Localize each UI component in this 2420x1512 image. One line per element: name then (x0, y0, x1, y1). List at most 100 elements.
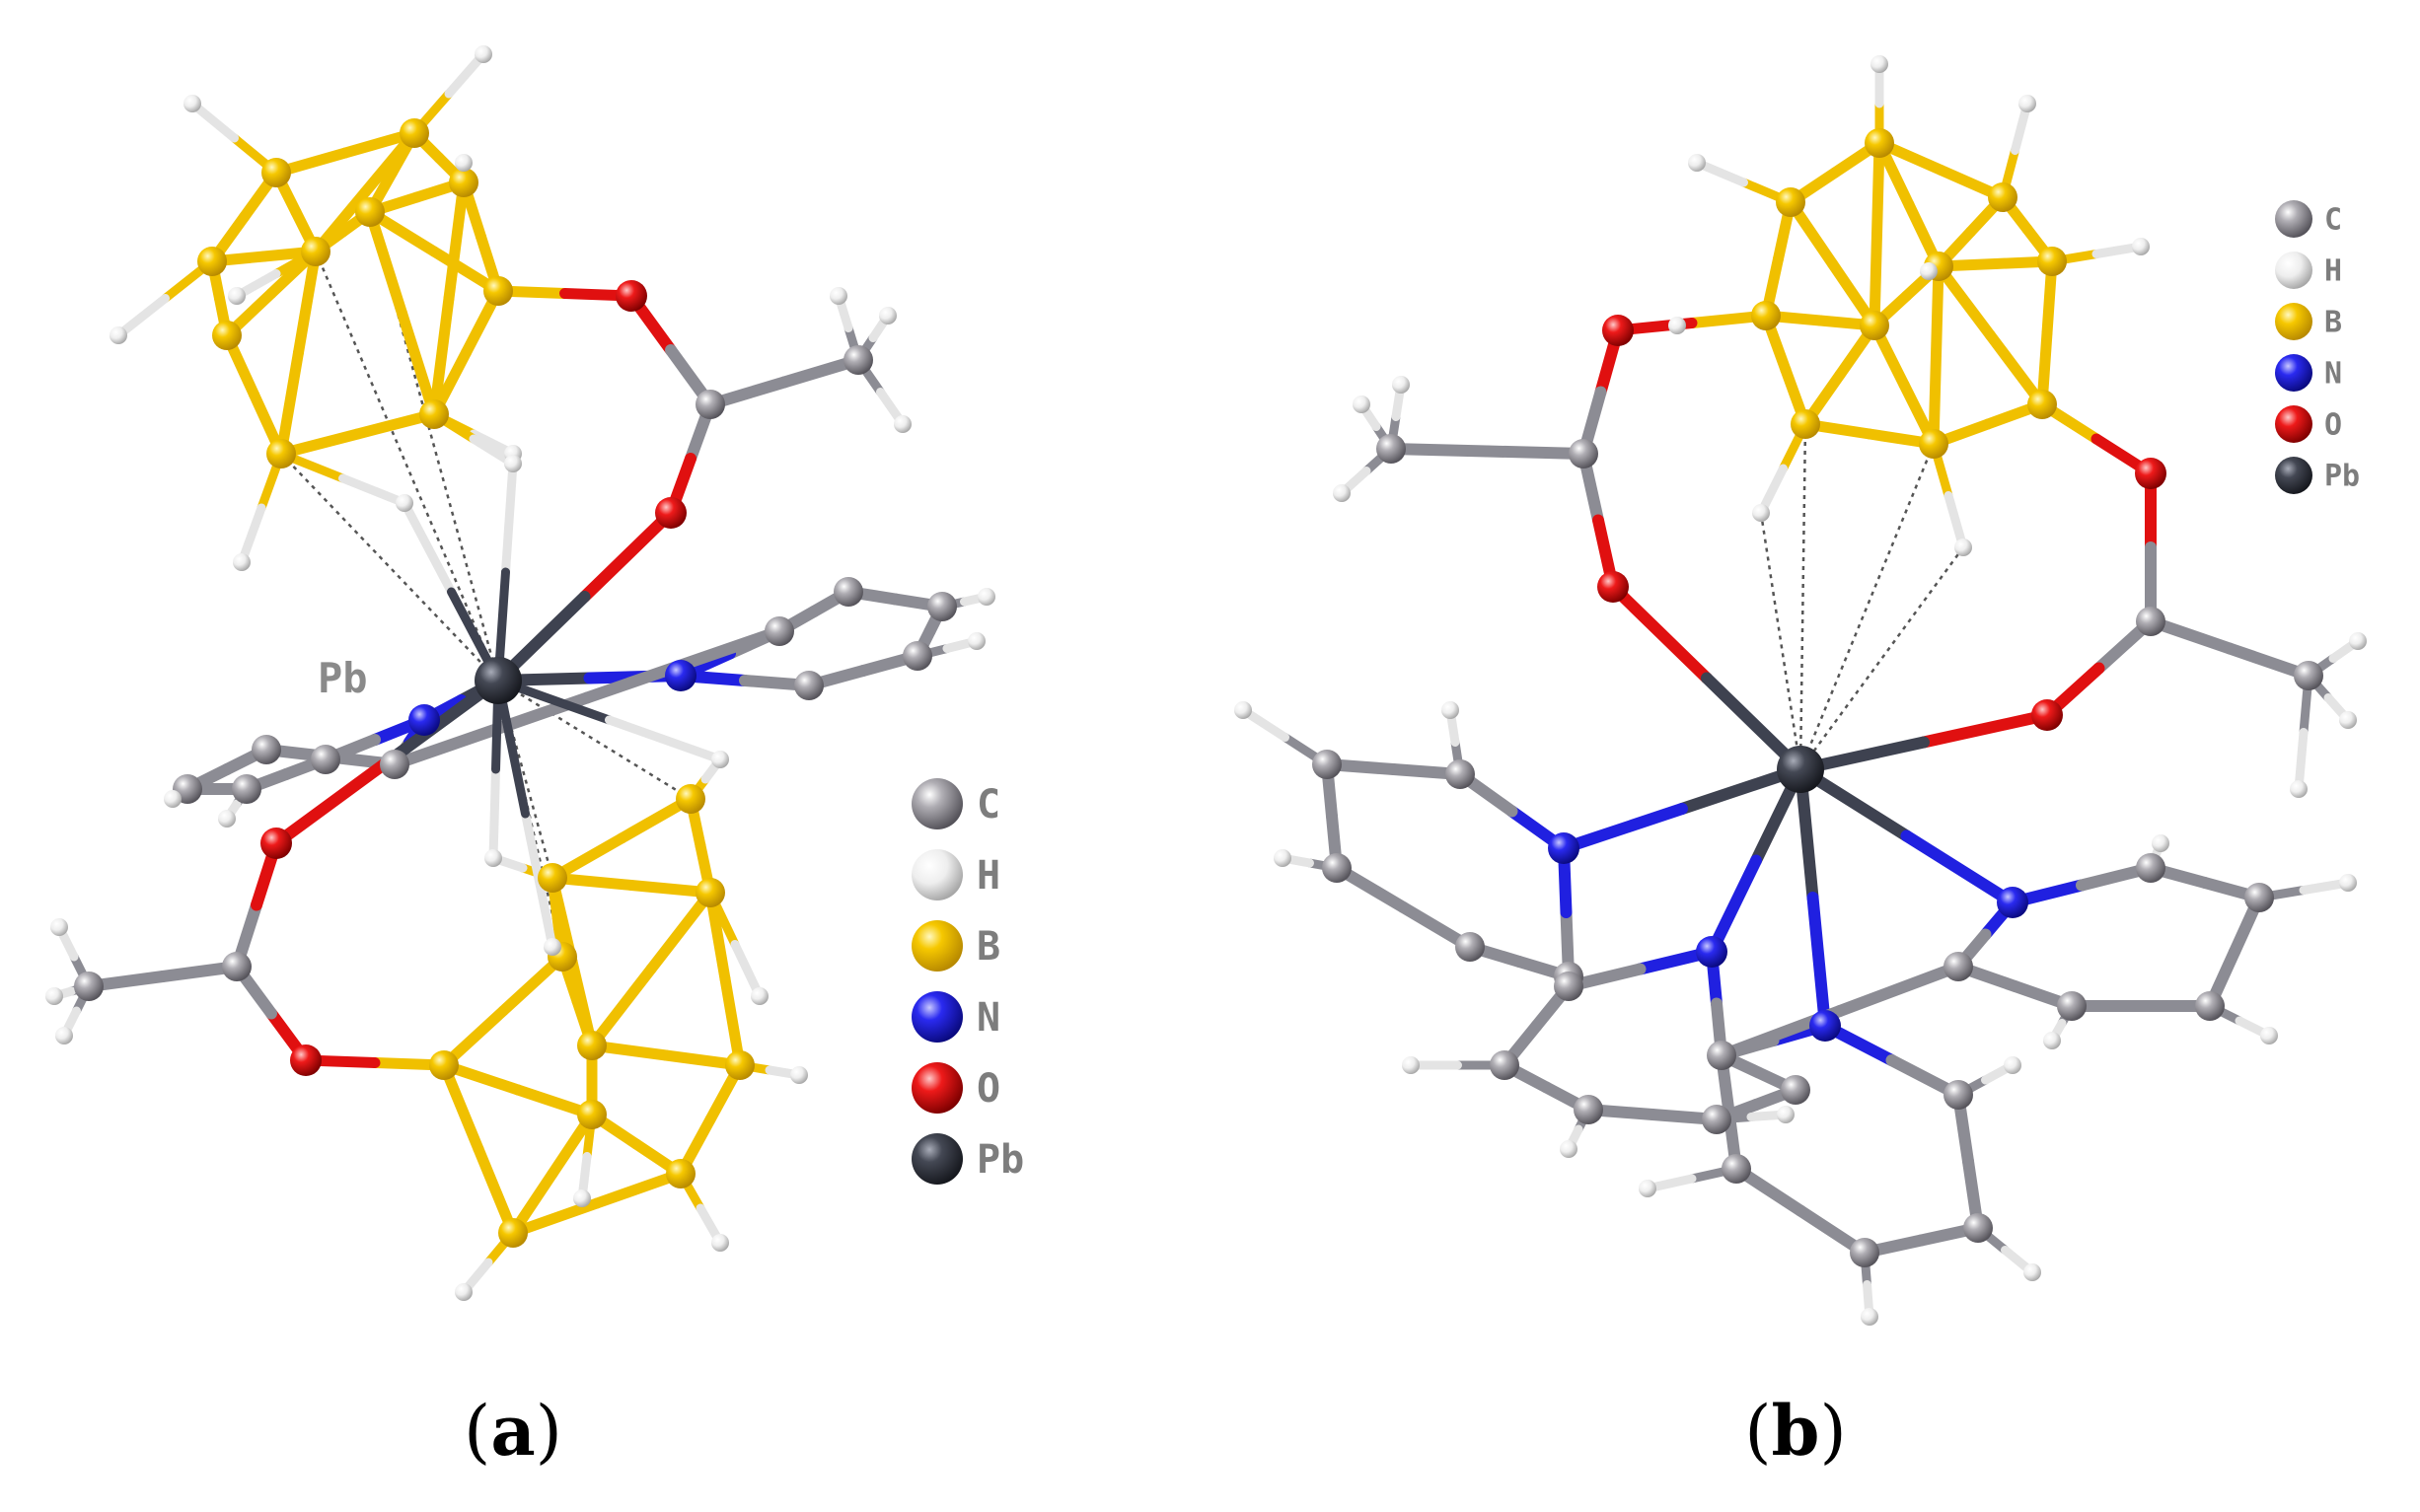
atom-b (1751, 301, 1781, 330)
bond (428, 293, 455, 420)
atom-c (2195, 991, 2225, 1021)
atom-c (2244, 883, 2274, 912)
atom-b (266, 439, 296, 468)
atom-h (830, 287, 847, 305)
dotted-contact (1759, 512, 1802, 770)
atom-b (1865, 128, 1894, 158)
atom-n (665, 660, 697, 691)
atom-c (232, 774, 261, 804)
atom-b (498, 1218, 528, 1248)
atom-c (2294, 661, 2323, 690)
atom-h (504, 455, 522, 472)
atom-n (408, 704, 440, 736)
atom-o (290, 1044, 322, 1076)
atom-c (1722, 1154, 1751, 1184)
atom-o (2031, 699, 2063, 731)
bond (293, 246, 322, 358)
atom-h (228, 287, 246, 305)
legend-swatch-c (912, 778, 963, 829)
atom-c (311, 745, 340, 774)
atom-c (1322, 853, 1352, 883)
panel-a-structure (45, 45, 995, 1301)
bond (473, 1143, 519, 1239)
atom-b (725, 1050, 755, 1080)
atom-c (794, 671, 824, 700)
atom-h (1752, 504, 1770, 522)
bond (2294, 728, 2309, 794)
atom-b (483, 276, 513, 306)
atom-c (1943, 1080, 1973, 1110)
bond (605, 715, 725, 764)
bond (1385, 443, 1494, 458)
bond (438, 1059, 484, 1155)
atom-h (1353, 396, 1370, 413)
legend-swatch-pb (912, 1133, 963, 1185)
atom-o (616, 280, 647, 312)
atom-h (455, 1283, 473, 1301)
atom-h (751, 987, 769, 1005)
bond (1834, 961, 1964, 1017)
atom-c (1702, 1105, 1731, 1134)
atom-h (1954, 539, 1972, 556)
atom-o (655, 497, 687, 529)
legend-label-b: B (2324, 306, 2342, 340)
atom-h (233, 553, 251, 571)
atom-c (765, 616, 794, 646)
atom-n (1809, 1010, 1841, 1042)
atom-b (577, 1031, 607, 1060)
legend-swatch-o (2275, 405, 2312, 443)
atom-h (1668, 317, 1686, 334)
bond (400, 498, 456, 597)
atom-n (1696, 936, 1727, 968)
bond (338, 473, 409, 508)
legend-label-h: H (977, 853, 1000, 899)
atom-h (164, 790, 182, 808)
atom-h (475, 45, 492, 63)
atom-b (1860, 311, 1889, 340)
atom-h (790, 1066, 808, 1084)
atom-b (2037, 247, 2067, 276)
bond (1943, 491, 1968, 552)
atom-h (2349, 632, 2367, 650)
bond (501, 459, 518, 577)
atom-c (1943, 952, 1973, 981)
atom-c (1781, 1075, 1810, 1105)
atom-h (1688, 154, 1706, 172)
atom-b (1988, 182, 2017, 212)
atom-h (978, 588, 995, 606)
atom-h (1441, 701, 1459, 719)
atom-h (50, 918, 68, 936)
atom-b (676, 784, 705, 814)
atom-h (45, 987, 63, 1005)
atom-c (74, 972, 104, 1001)
panel-a-label: (a) (464, 1390, 562, 1472)
legend-swatch-h (912, 849, 963, 900)
atom-h (183, 95, 201, 112)
atom-h (1861, 1308, 1878, 1326)
atom-h (1560, 1140, 1577, 1158)
atom-b (2027, 390, 2057, 419)
legend-swatch-n (912, 991, 963, 1043)
atom-b (419, 399, 449, 429)
bond (1900, 829, 2018, 908)
atom-c (1574, 1095, 1603, 1124)
atom-h (2339, 711, 2357, 729)
atom-h (2023, 1263, 2041, 1281)
dotted-contact (1798, 443, 1936, 770)
bond (1558, 803, 1688, 854)
atom-c (834, 577, 863, 607)
atom-c (696, 390, 725, 419)
bond (586, 964, 657, 1051)
atom-b (197, 247, 227, 276)
atom-h (218, 810, 236, 828)
atom-c (2136, 853, 2165, 883)
panel-b-label: (b) (1744, 1390, 1847, 1472)
atom-h (2339, 874, 2357, 892)
dotted-contact (1798, 423, 1807, 770)
dotted-contact (497, 679, 692, 801)
atom-c (1376, 434, 1406, 464)
atom-c (252, 735, 281, 764)
atom-c (903, 641, 932, 671)
bond (113, 294, 170, 340)
atom-h (55, 1027, 73, 1044)
